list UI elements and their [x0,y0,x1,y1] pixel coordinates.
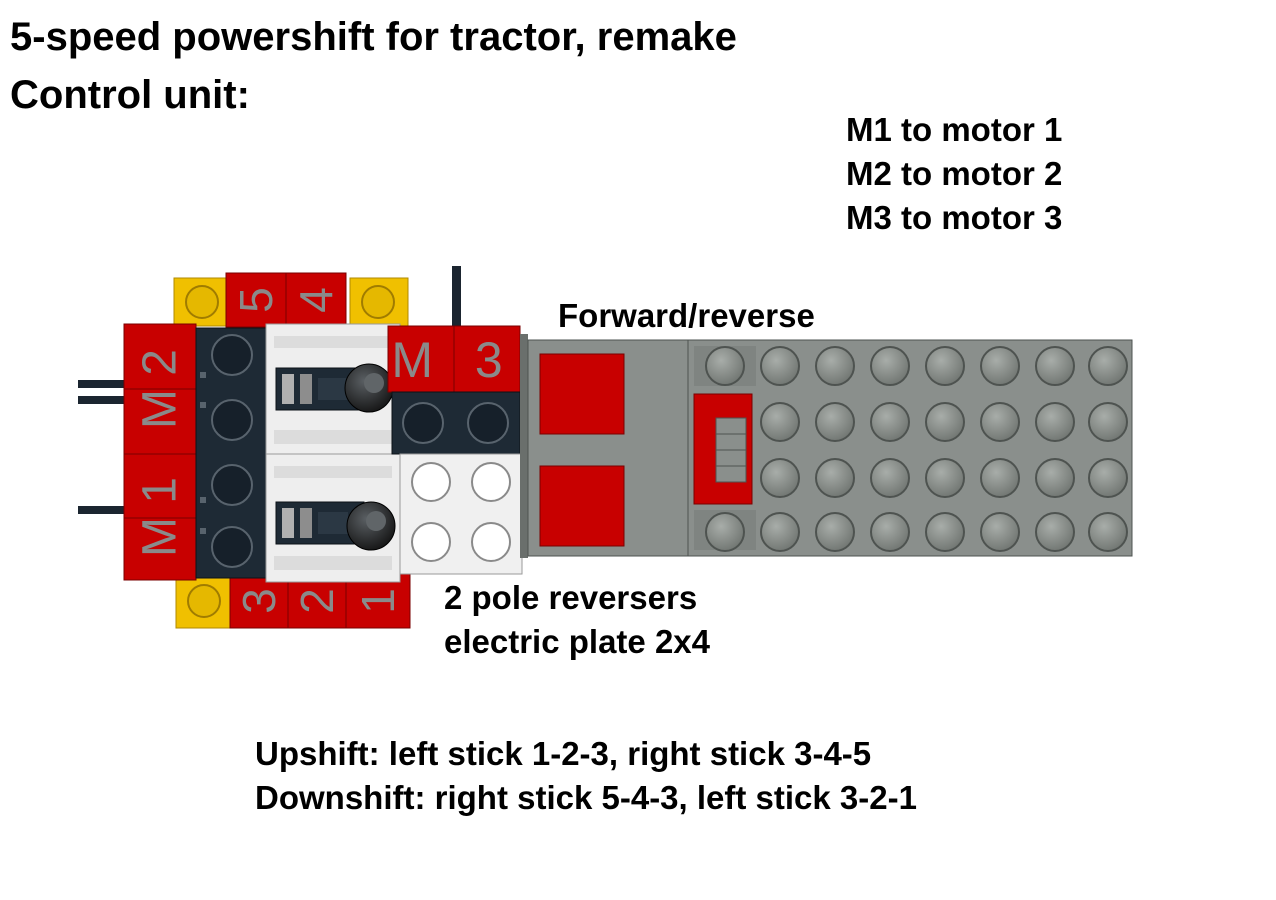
title-line-2: Control unit: [10,73,250,117]
plate-stud [980,402,1020,442]
plate-stud [1088,512,1128,552]
plate-stud [1088,458,1128,498]
left-dark-plate [195,327,269,579]
left-motor-tiles: M 2 M 1 [123,323,197,581]
tile-label-3: 3 [233,588,285,614]
reversers-label-line-1: 2 pole reversers [444,579,698,616]
plate-stud [705,512,745,552]
gray-plate [687,339,1133,557]
tile-label-1: 1 [352,588,404,614]
plate-stud [980,458,1020,498]
plate-stud [815,346,855,386]
gray-plate-studs [705,346,1128,552]
plate-stud [925,512,965,552]
plate-stud [925,402,965,442]
plate-stud [925,458,965,498]
motor-connection-2: M2 to motor 2 [846,155,1063,192]
plate-stud [1035,346,1075,386]
motor-connection-3: M3 to motor 3 [846,199,1063,236]
tile-label-5: 5 [230,287,282,313]
forward-reverse-label: Forward/reverse [558,297,815,334]
plate-stud [1035,512,1075,552]
motor-connection-1: M1 to motor 1 [846,111,1063,148]
plate-stud [870,512,910,552]
plate-stud [1035,402,1075,442]
plate-stud [760,346,800,386]
plate-stud [705,346,745,386]
plate-stud [815,402,855,442]
top-gear-tiles: 5 4 [225,272,347,328]
upper-switch-lever [275,363,394,413]
tile-label-m3: M 3 [391,332,516,388]
plate-stud [1088,402,1128,442]
plate-stud [815,458,855,498]
plate-stud [870,458,910,498]
downshift-instruction: Downshift: right stick 5-4-3, left stick… [255,779,917,816]
tile-label-m2: M 2 [134,349,187,429]
forward-reverse-switch [520,334,691,558]
plate-stud [980,512,1020,552]
lower-switch-lever [275,501,396,551]
right-motor-tile: M 3 [387,325,521,393]
plate-stud [760,512,800,552]
electric-plate-2x4 [399,453,523,575]
upshift-instruction: Upshift: left stick 1-2-3, right stick 3… [255,735,872,772]
plate-stud [760,458,800,498]
plate-stud [870,346,910,386]
plate-stud [980,346,1020,386]
plate-stud [1088,346,1128,386]
right-dark-plate [391,391,521,455]
tile-label-2: 2 [291,588,343,614]
plate-stud [1035,458,1075,498]
wires [78,266,461,514]
plate-stud [925,346,965,386]
plate-stud [815,512,855,552]
tile-label-4: 4 [290,287,342,313]
reversers-label-line-2: electric plate 2x4 [444,623,710,660]
plate-stud [870,402,910,442]
plate-stud [760,402,800,442]
title-line-1: 5-speed powershift for tractor, remake [10,15,737,59]
yellow-corner-bricks [173,277,409,629]
tile-label-m1: M 1 [134,477,187,557]
